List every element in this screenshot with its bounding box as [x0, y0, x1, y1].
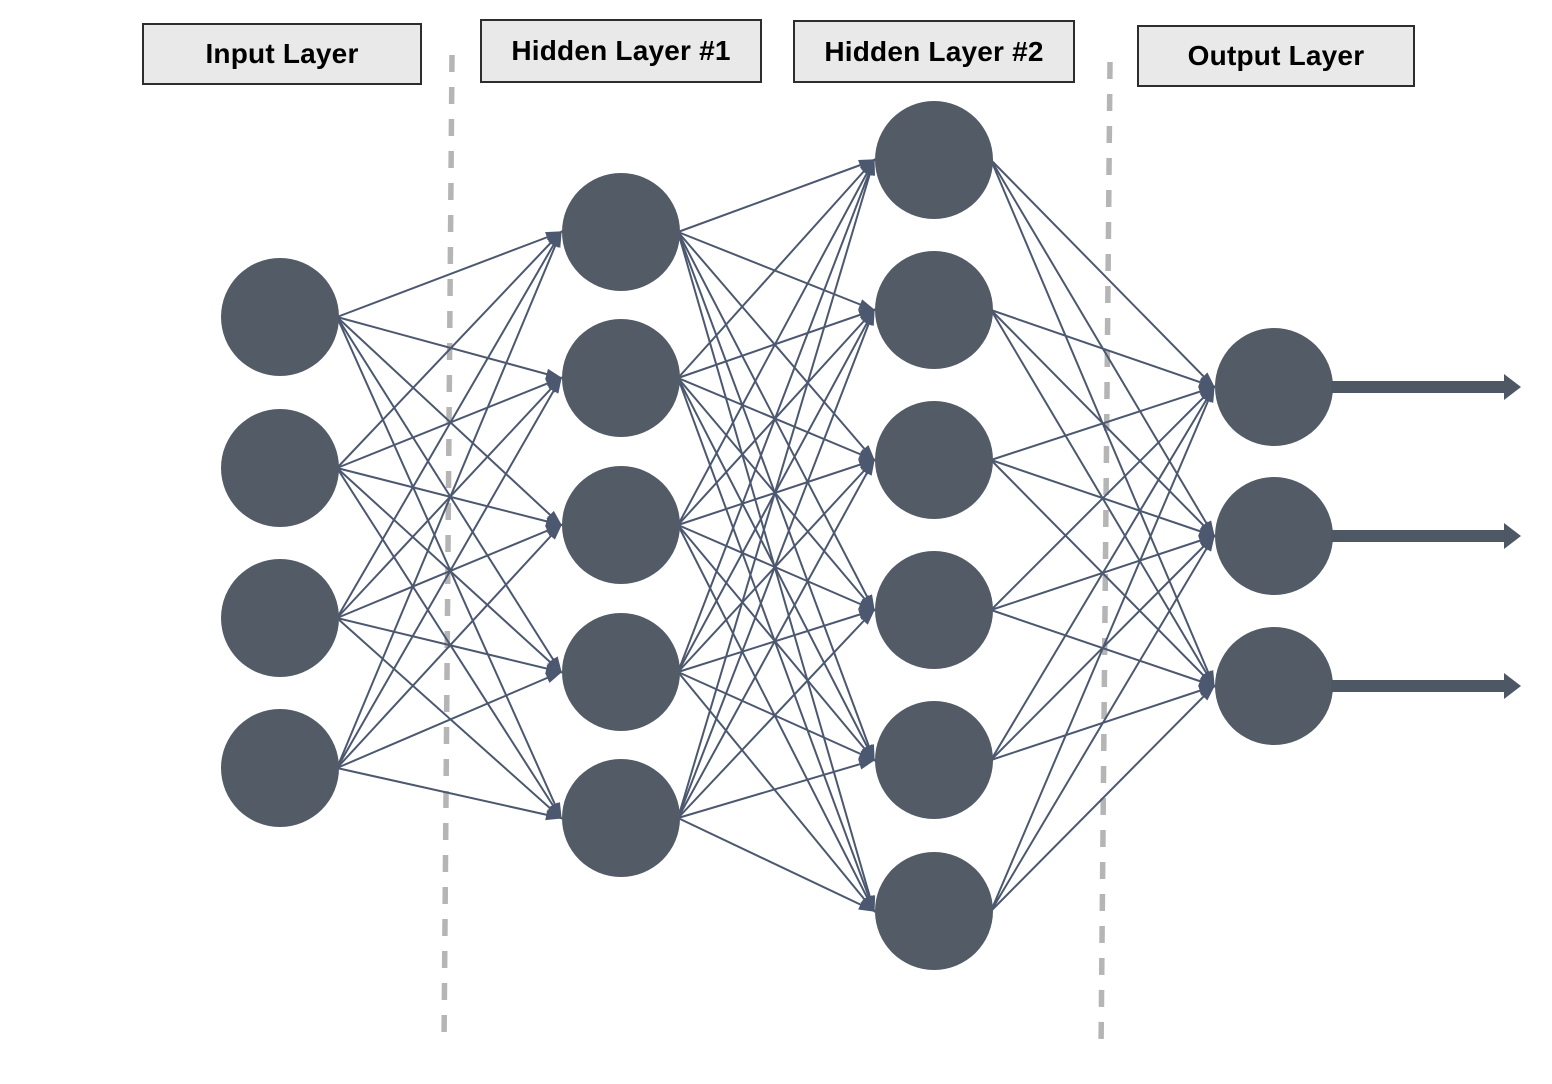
- layer-label-input: Input Layer: [142, 23, 422, 85]
- hidden2-node-6: [875, 852, 993, 970]
- edge-hidden1-4-to-hidden2-1: [677, 158, 875, 673]
- hidden1-node-5: [562, 759, 680, 877]
- hidden2-node-4: [875, 551, 993, 669]
- hidden2-node-2: [875, 251, 993, 369]
- edge-hidden1-1-to-hidden2-1: [677, 159, 876, 233]
- edge-input-3-to-hidden1-1: [336, 230, 563, 619]
- edge-input-1-to-hidden1-1: [336, 231, 563, 318]
- layer-label-output: Output Layer: [1137, 25, 1415, 87]
- edge-hidden1-2-to-hidden2-4: [677, 377, 876, 612]
- hidden2-node-5: [875, 701, 993, 819]
- edge-hidden2-4-to-output-1: [990, 385, 1216, 611]
- connection-edges: [336, 158, 1216, 913]
- edge-hidden1-3-to-hidden2-5: [677, 524, 876, 762]
- edge-hidden1-1-to-hidden2-3: [677, 231, 876, 462]
- layer-label-hidden1: Hidden Layer #1: [480, 19, 762, 83]
- edge-hidden1-3-to-hidden2-1: [677, 158, 875, 526]
- edge-input-1-to-hidden1-4: [336, 316, 563, 674]
- edge-hidden2-6-to-output-3: [990, 684, 1216, 912]
- edge-hidden1-1-to-hidden2-2: [677, 231, 876, 311]
- input-node-2: [221, 409, 339, 527]
- output-arrow-head-3: [1504, 673, 1521, 699]
- edge-hidden1-5-to-hidden2-3: [677, 458, 875, 819]
- edge-input-4-to-hidden1-1: [336, 230, 562, 769]
- edge-input-2-to-hidden1-3: [336, 467, 563, 527]
- edge-input-1-to-hidden1-3: [336, 316, 563, 527]
- edge-hidden1-4-to-hidden2-6: [677, 671, 876, 913]
- output-arrows: [1331, 374, 1521, 699]
- edge-input-4-to-hidden1-3: [336, 523, 563, 769]
- edge-hidden1-5-to-hidden2-6: [677, 817, 876, 912]
- edge-input-2-to-hidden1-4: [336, 467, 563, 674]
- edge-input-4-to-hidden1-2: [336, 376, 562, 769]
- output-node-1: [1215, 328, 1333, 446]
- input-node-4: [221, 709, 339, 827]
- hidden1-node-4: [562, 613, 680, 731]
- neuron-nodes: [221, 101, 1333, 970]
- edge-input-4-to-hidden1-5: [336, 767, 563, 821]
- hidden2-node-1: [875, 101, 993, 219]
- edge-hidden1-1-to-hidden2-4: [677, 231, 875, 612]
- hidden2-node-3: [875, 401, 993, 519]
- output-node-2: [1215, 477, 1333, 595]
- output-node-3: [1215, 627, 1333, 745]
- edge-hidden2-6-to-output-2: [990, 534, 1216, 912]
- edge-hidden1-1-to-hidden2-5: [677, 231, 875, 762]
- edge-hidden2-1-to-output-1: [990, 159, 1216, 389]
- edge-input-2-to-hidden1-5: [336, 467, 563, 820]
- edge-input-4-to-hidden1-4: [336, 671, 563, 769]
- output-arrow-head-1: [1504, 374, 1521, 400]
- edge-hidden1-2-to-hidden2-6: [677, 377, 875, 913]
- edge-hidden1-2-to-hidden2-5: [677, 377, 875, 762]
- layer-separators: [441, 54, 1113, 1054]
- hidden1-node-1: [562, 173, 680, 291]
- edge-hidden2-2-to-output-1: [990, 309, 1216, 388]
- edge-hidden1-5-to-hidden2-4: [677, 608, 876, 819]
- layer-label-hidden2: Hidden Layer #2: [793, 20, 1075, 83]
- edge-input-3-to-hidden1-5: [336, 617, 563, 820]
- output-arrow-head-2: [1504, 523, 1521, 549]
- hidden1-node-3: [562, 466, 680, 584]
- edge-input-2-to-hidden1-2: [336, 377, 563, 469]
- input-node-3: [221, 559, 339, 677]
- edge-input-2-to-hidden1-1: [336, 230, 563, 469]
- separator-dashed-line-1: [441, 54, 455, 1047]
- edge-hidden1-3-to-hidden2-4: [677, 524, 876, 611]
- input-node-1: [221, 258, 339, 376]
- edge-hidden1-4-to-hidden2-5: [677, 671, 876, 761]
- edge-hidden2-6-to-output-1: [990, 385, 1215, 912]
- edge-hidden2-5-to-output-1: [990, 385, 1216, 761]
- edge-hidden1-5-to-hidden2-1: [677, 158, 875, 819]
- edge-hidden2-3-to-output-1: [990, 386, 1216, 461]
- edge-hidden1-2-to-hidden2-3: [677, 377, 876, 461]
- edge-hidden1-1-to-hidden2-6: [677, 231, 876, 913]
- hidden1-node-2: [562, 319, 680, 437]
- edge-input-3-to-hidden1-4: [336, 617, 563, 674]
- edge-hidden1-5-to-hidden2-2: [677, 308, 875, 819]
- edge-hidden1-5-to-hidden2-5: [677, 758, 876, 819]
- edge-hidden1-2-to-hidden2-1: [677, 158, 876, 379]
- separator-dashed-line-2: [1098, 61, 1113, 1054]
- edge-input-1-to-hidden1-5: [336, 316, 562, 820]
- edge-input-1-to-hidden1-2: [336, 316, 563, 380]
